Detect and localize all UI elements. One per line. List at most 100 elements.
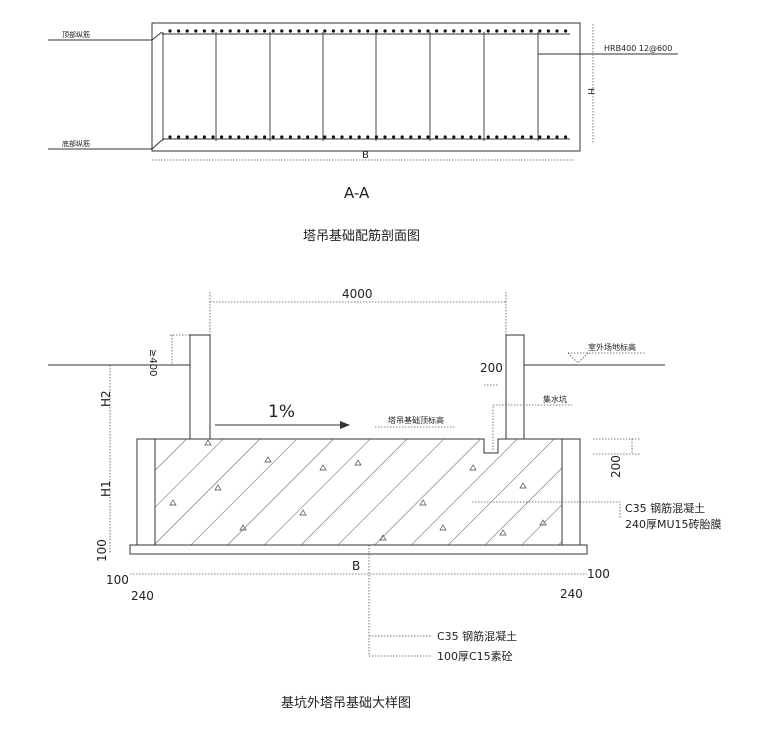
dim-right-240: 240 (560, 587, 583, 601)
cushion-label: 100厚C15素砼 (437, 650, 513, 663)
rebar-dot (486, 135, 490, 139)
rebar-dot (245, 135, 249, 139)
rebar-dot (271, 29, 275, 33)
rebar-dot (254, 135, 258, 139)
dim-cushion: 100 (95, 539, 109, 562)
rebar-dot (323, 135, 327, 139)
aggregate-mark (214, 484, 222, 491)
dim-right-100: 100 (587, 567, 610, 581)
rebar-dot (521, 135, 525, 139)
concrete-leader (472, 501, 621, 518)
aggregate-mark (354, 459, 362, 466)
aggregate-mark (519, 482, 527, 489)
rebar-dot (417, 29, 421, 33)
rebar-dot (512, 29, 516, 33)
rebar-dot (245, 29, 249, 33)
rebar-dot (486, 29, 490, 33)
rebar-dot (263, 135, 267, 139)
section-outline (151, 22, 581, 152)
brick-wall-left (136, 438, 156, 546)
rebar-dot (357, 29, 361, 33)
rebar-dot (185, 29, 189, 33)
rebar-dot (452, 29, 456, 33)
bottom-bar-leader-tip (151, 139, 163, 150)
slab-label: C35 钢筋混凝土 (437, 629, 517, 643)
rebar-dot (392, 135, 396, 139)
rebar-dot (443, 29, 447, 33)
rebar-dot (529, 135, 533, 139)
rebar-dot (202, 135, 206, 139)
slope-label: 1% (268, 402, 295, 422)
dim-height: H (585, 88, 595, 95)
rebar-dot (340, 29, 344, 33)
aggregate-mark (379, 534, 387, 541)
rebar-dot (280, 135, 284, 139)
aggregate-mark (439, 524, 447, 531)
rebar-dot (383, 135, 387, 139)
rebar-dot (306, 29, 310, 33)
aggregate-marks (169, 439, 547, 541)
rebar-dot (314, 135, 318, 139)
dim-min-wall: ≥400 (147, 349, 158, 376)
dim-width: B (362, 150, 369, 161)
arrow-head-icon (340, 421, 350, 429)
rebar-dot (237, 29, 241, 33)
rebar-dot (460, 135, 464, 139)
concrete-label: C35 钢筋混凝土 (625, 501, 705, 515)
rebar-dot (564, 29, 568, 33)
dim-left-100: 100 (106, 573, 129, 587)
rebar-dot (349, 135, 353, 139)
rebar-dot (521, 29, 525, 33)
dim-width-b: B (352, 559, 360, 573)
rebar-dot (409, 29, 413, 33)
top-bar-leader-tip (151, 31, 163, 41)
rebar-dot (168, 135, 172, 139)
rebar-dot (555, 29, 559, 33)
aggregate-mark (204, 439, 212, 446)
brick-wall-right-upper (505, 334, 525, 440)
rebar-dot (306, 135, 310, 139)
rebar-dot (366, 135, 370, 139)
brick-label: 240厚MU15砖胎膜 (625, 517, 722, 531)
rebar-dot (228, 135, 232, 139)
rebar-dot (271, 135, 275, 139)
slab-leader (368, 545, 432, 657)
rebar-dot (512, 135, 516, 139)
dim-span: 4000 (342, 287, 373, 301)
rebar-dot (538, 135, 542, 139)
aggregate-mark (419, 499, 427, 506)
rebar-dot (564, 135, 568, 139)
rebar-dot (323, 29, 327, 33)
rebar-dot (503, 135, 507, 139)
rebar-dot (314, 29, 318, 33)
foundation-slab (154, 438, 563, 546)
rebar-dot (383, 29, 387, 33)
rebar-dot (435, 29, 439, 33)
aggregate-mark (169, 499, 177, 506)
rebar-dot (202, 29, 206, 33)
rebar-dot (331, 29, 335, 33)
detail-title: 基坑外塔吊基础大样图 (281, 696, 411, 711)
rebar-dot (220, 135, 224, 139)
rebar-dot (237, 135, 241, 139)
brick-wall-left-upper (189, 334, 211, 440)
rebar-dot (228, 29, 232, 33)
rebar-dot (400, 29, 404, 33)
rebar-dot (168, 29, 172, 33)
rebar-dot (495, 135, 499, 139)
aggregate-mark (299, 509, 307, 516)
rebar-dot (443, 135, 447, 139)
rebar-dot (409, 135, 413, 139)
stirrup-label: HRB400 12@600 (604, 44, 672, 53)
bottom-bar-label: 底部纵筋 (62, 139, 90, 148)
rebar-dot (280, 29, 284, 33)
section-mark: A-A (344, 184, 370, 202)
stirrups (162, 32, 539, 141)
rebar-dot (478, 135, 482, 139)
rebar-dot (263, 29, 267, 33)
rebar-dot (555, 135, 559, 139)
sump-label: 集水坑 (543, 394, 567, 404)
rebar-dot (185, 135, 189, 139)
brick-wall-right (561, 438, 581, 546)
rebar-dot (546, 135, 551, 139)
